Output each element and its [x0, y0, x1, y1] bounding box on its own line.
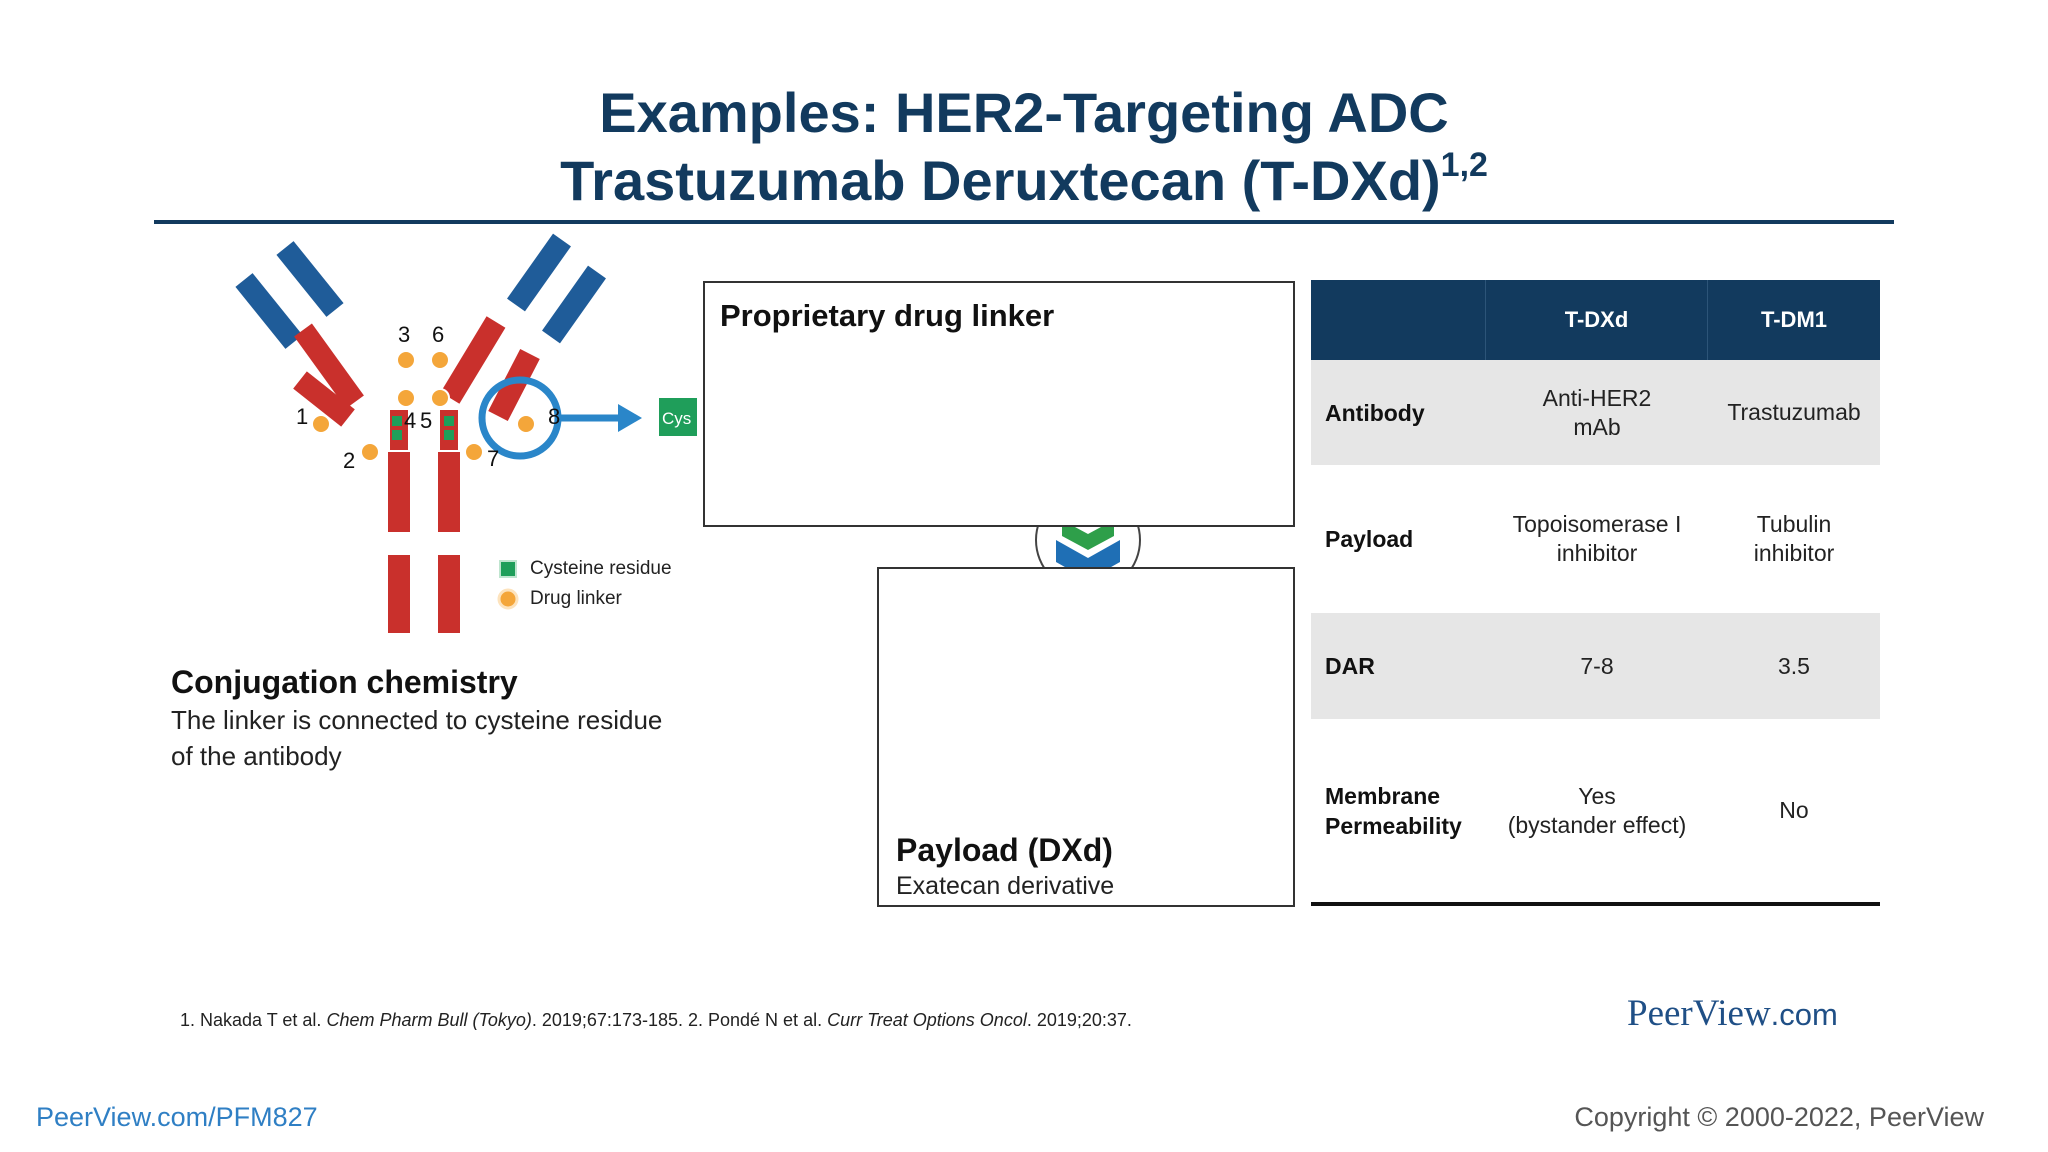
ref1-author: 1. Nakada T et al.: [180, 1010, 322, 1030]
highlight-arrowhead: [618, 404, 642, 432]
header-cell-tdxd: T-DXd: [1486, 280, 1708, 360]
row-label: Payload: [1325, 526, 1414, 552]
table-bottom-rule: [1311, 902, 1880, 906]
row-label: DAR: [1325, 653, 1375, 679]
title-line-2-text: Trastuzumab Deruxtecan (T-DXd): [560, 149, 1441, 212]
legend-cysteine-marker: [499, 560, 517, 578]
legend-cysteine-label: Cysteine residue: [530, 558, 672, 579]
highlight-circle: [478, 376, 562, 460]
legend-drug-linker-label: Drug linker: [530, 588, 622, 609]
references: 1. Nakada T et al. Chem Pharm Bull (Toky…: [180, 1010, 1132, 1031]
cell-line: Topoisomerase I: [1512, 511, 1682, 537]
cysteine-residues: [392, 416, 454, 440]
cell-tdm1: 3.5: [1778, 652, 1810, 679]
header-cell-empty: [1311, 280, 1486, 360]
header-cell-tdm1: T-DM1: [1761, 307, 1827, 332]
table-row-payload: Payload Topoisomerase I inhibitor Tubulin…: [1311, 465, 1880, 613]
legend-drug-linker-marker: [497, 588, 519, 610]
cys-tag-label: Cys: [662, 409, 691, 428]
payload-subtitle: Exatecan derivative: [896, 872, 1115, 900]
cell-line: (bystander effect): [1507, 811, 1687, 838]
brand-name: PeerView: [1627, 993, 1771, 1034]
cell-tdxd: Yes(bystander effect): [1486, 782, 1708, 840]
light-chain-left: [235, 241, 364, 427]
peerview-logo: PeerView.com: [1627, 992, 1838, 1035]
cell-tdm1: No: [1779, 797, 1809, 823]
drug-linker-title: Proprietary drug linker: [720, 298, 1055, 333]
title-line-1: Examples: HER2-Targeting ADC: [599, 81, 1449, 144]
cell-line: inhibitor: [1556, 540, 1638, 566]
site-label-7: 7: [487, 446, 499, 471]
site-label-3: 3: [398, 322, 410, 347]
cell-line: Yes: [1578, 782, 1616, 809]
cell-line: mAb: [1573, 413, 1621, 440]
site-label-5: 5: [420, 408, 432, 433]
conjugation-heading: Conjugation chemistry: [171, 664, 518, 700]
site-label-8: 8: [548, 404, 560, 429]
table-header-row: T-DXd T-DM1: [1311, 280, 1880, 360]
cell-tdm1: Tubulin inhibitor: [1708, 510, 1880, 568]
cell-tdm1: Trastuzumab: [1727, 399, 1861, 425]
ref2-detail: . 2019;20:37.: [1026, 1010, 1132, 1030]
payload-box: [877, 567, 1295, 907]
drug-linkers: [311, 350, 536, 462]
conjugation-description: The linker is connected to cysteine resi…: [171, 705, 663, 771]
ref1-journal: Chem Pharm Bull (Tokyo): [326, 1010, 532, 1030]
title-references: 1,2: [1440, 146, 1488, 184]
cell-line: inhibitor: [1753, 540, 1835, 566]
ref1-detail: . 2019;67:173-185. 2. Pondé N et al.: [531, 1010, 823, 1030]
heavy-chain-stems: [388, 410, 460, 633]
row-label-line: Membrane: [1325, 782, 1441, 809]
row-label: Antibody: [1325, 399, 1425, 426]
site-label-4: 4: [404, 408, 416, 433]
title-line-2: Trastuzumab Deruxtecan (T-DXd)1,2: [154, 146, 1894, 216]
cell-tdxd: Topoisomerase I inhibitor: [1486, 510, 1708, 568]
table-row-dar: DAR 7-8 3.5: [1311, 613, 1880, 719]
program-url-link[interactable]: PeerView.com/PFM827: [36, 1102, 318, 1132]
ref2-journal: Curr Treat Options Oncol: [827, 1010, 1027, 1030]
site-label-2: 2: [343, 448, 355, 473]
cell-line: Anti-HER2: [1542, 384, 1652, 411]
row-label-line: Permeability: [1325, 812, 1462, 839]
cell-line: Tubulin: [1756, 511, 1832, 537]
copyright-text: Copyright © 2000-2022, PeerView: [1574, 1102, 1984, 1132]
drug-linker-box: [703, 281, 1295, 527]
title-divider: [154, 220, 1894, 224]
cell-tdxd: 7-8: [1580, 652, 1614, 679]
payload-title: Payload (DXd): [896, 832, 1113, 868]
site-label-6: 6: [432, 322, 444, 347]
site-labels: 1 2 3 4 5 6 7 8: [296, 322, 560, 473]
site-label-1: 1: [296, 404, 308, 429]
cys-tag: [659, 398, 697, 436]
light-chain-right: [440, 233, 606, 422]
brand-suffix: .com: [1770, 997, 1838, 1032]
